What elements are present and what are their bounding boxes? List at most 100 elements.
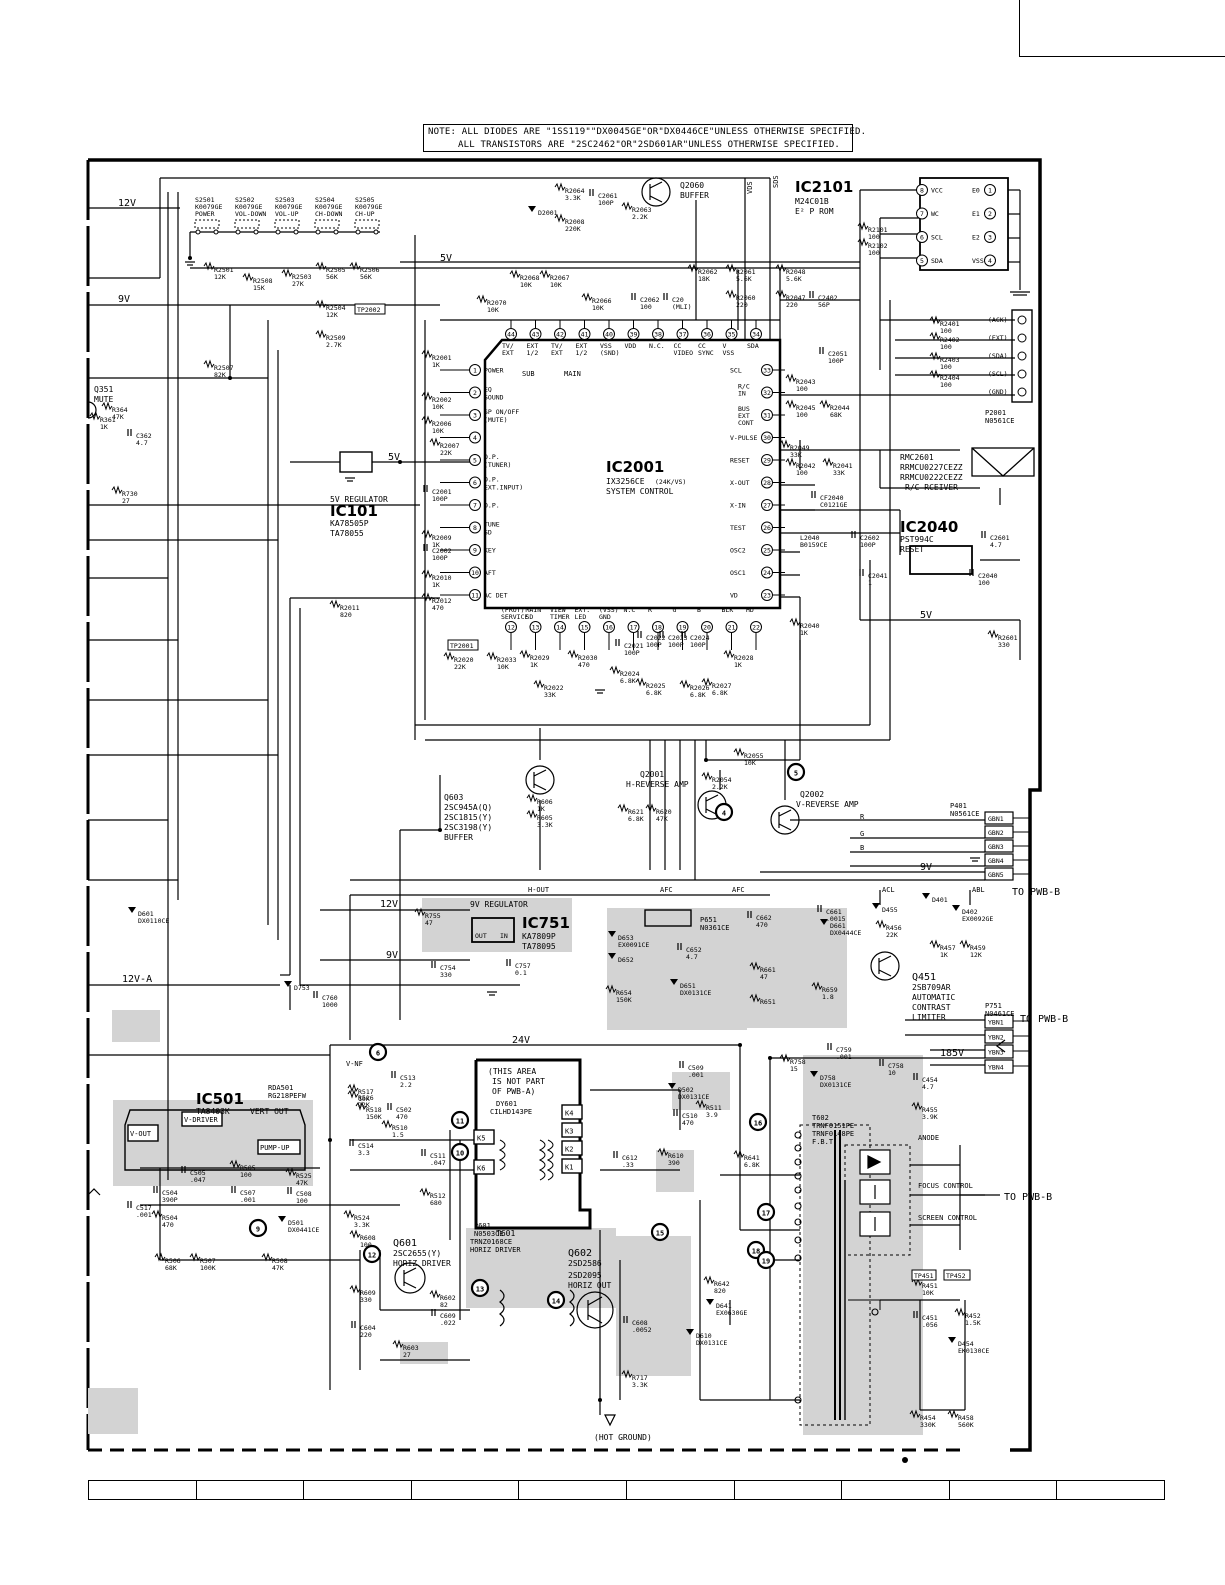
hot-ground: (HOT GROUND) [594,1433,652,1442]
comp-R2042-ref: R2042 [796,462,816,470]
ic501-part: TA8403K [196,1107,230,1116]
comp-C2402-ref: C2402 [818,294,838,302]
left-pin-8-circle [469,521,481,534]
right-pin-32-label-1: IN [738,390,746,398]
bottom-pin-18-circle [652,621,664,633]
q601-name: HORIZ DRIVER [393,1259,451,1268]
k-pin-K6-label: K6 [477,1165,485,1173]
comp-R2041-ref: R2041 [833,462,853,470]
switch-S2504-name: CH-DOWN [315,210,342,218]
comp-R2030-ref: R2030 [578,654,598,662]
comp-R2505-symbol [315,261,327,271]
comp-R2042-symbol [785,457,797,467]
comp-R505-value: 100 [240,1171,252,1179]
comp-R609-value: 330 [360,1296,372,1304]
marker-11-label: 11 [456,1118,464,1126]
rail-9v-top: 9V [118,294,130,305]
comp-R2020-value: 22K [454,663,466,671]
comp-R2102-value: 100 [868,249,880,257]
comp-R508-value: 47K [272,1264,284,1272]
ic751-part2: TA78095 [522,942,556,951]
top-pin-42-label-2: EXT [551,349,563,357]
comp-C508-ref: C508 [296,1190,312,1198]
comp-R2048-value: 5.6K [786,275,802,283]
ic2101-pin-4-number: 4 [988,257,992,265]
comp-R609-ref: R609 [360,1289,376,1297]
comp-C502-value: 470 [396,1113,408,1121]
comp-R457-ref: R457 [940,944,956,952]
comp-C509-ref: C509 [688,1064,704,1072]
comp-R2033-ref: R2033 [497,656,517,664]
left-pin-6-label: O.P. [484,476,500,484]
comp-R2064-ref: R2064 [565,187,585,195]
rail-9v-reg: 9V [386,950,398,961]
comp-R602-ref: R602 [440,1294,456,1302]
yoke-pin-K2 [561,1140,583,1156]
left-pin-4-circle [469,431,481,444]
sig-afc-2: AFC [732,886,745,894]
ic2101-pin-8-number: 8 [920,187,924,195]
left-pin-10-number: 10 [471,569,479,577]
left-pin-1-circle [469,364,481,376]
comp-R2063-ref: R2063 [632,206,652,214]
comp-R364-value: 47K [112,413,124,421]
right-pin-33-label: SCL [730,367,742,375]
top-pin-39-label: VDD [625,342,637,350]
bottom-pin-22-circle [750,621,762,633]
comp-R642-symbol [703,1275,715,1285]
comp-C510-value: 470 [682,1119,694,1127]
comp-R717-symbol [621,1369,633,1379]
comp-D402-ref: D402 [962,908,978,916]
ic2101-pin-7-label: WC [931,210,939,218]
comp-R659-symbol [811,981,823,991]
comp-D758-value: DX0131CE [820,1081,851,1089]
rmc-part1: RRMCU0227CEZZ [900,463,963,472]
comp-R2027-symbol [701,677,713,687]
comp-R2010-symbol [421,569,433,579]
comp-R2043-ref: R2043 [796,378,816,386]
bottom-pin-12-number: 12 [507,624,515,632]
top-pin-43-label-2: 1/2 [527,349,539,357]
p651-ref: P651 [700,916,717,924]
comp-R2070-value: 10K [487,306,499,314]
marker-13-label: 13 [476,1286,484,1294]
comp-R2022-value: 33K [544,691,556,699]
comp-R2006-symbol [421,415,433,425]
rail-24v: 24V [512,1035,530,1046]
ic2101-ref: IC2101 [795,178,853,196]
p751-ref: P751 [985,1002,1002,1010]
comp-R524-value: 3.3K [354,1221,370,1229]
comp-R2026-ref: R2026 [690,684,710,692]
comp-D661-value: DX0444CE [830,929,861,937]
comp-R2101-value: 100 [868,233,880,241]
p601-ref: P601 [474,1222,491,1230]
sig-b: B [860,844,864,852]
comp-R517-symbol [347,1083,359,1093]
right-pin-23-label: VD [730,592,738,600]
fbt-p2: TRNF0148PE [812,1130,854,1138]
comp-R609-symbol [349,1284,361,1294]
switch-S2504-body [314,219,340,229]
right-pin-30-label: V-PULSE [730,434,757,442]
bottom-pin-20-circle [701,621,713,633]
comp-R516-ref: R516 [358,1094,374,1102]
comp-R505-ref: R505 [240,1164,256,1172]
switch-row: S2501K0079GEPOWERS2502K0079GEVOL-DOWNS25… [194,196,382,235]
q601-ref: Q601 [393,1238,417,1249]
bottom-pin-14-number: 14 [556,624,564,632]
comp-R2020-symbol [443,651,455,661]
bottom-pin-16-number: 16 [605,624,613,632]
comp-R758-ref: R758 [790,1058,806,1066]
comp-R2047-value: 220 [786,301,798,309]
bottom-pin-21-label-0: BLK [722,606,734,614]
comp-C2041-ref: C2041 [868,572,888,580]
transistors [87,177,1006,1329]
comp-R504-symbol [151,1209,163,1219]
left-pin-3-label-2: (MUTE) [484,416,507,424]
right-pin-26-number: 26 [763,524,771,532]
comp-R2060-value: 220 [736,301,748,309]
